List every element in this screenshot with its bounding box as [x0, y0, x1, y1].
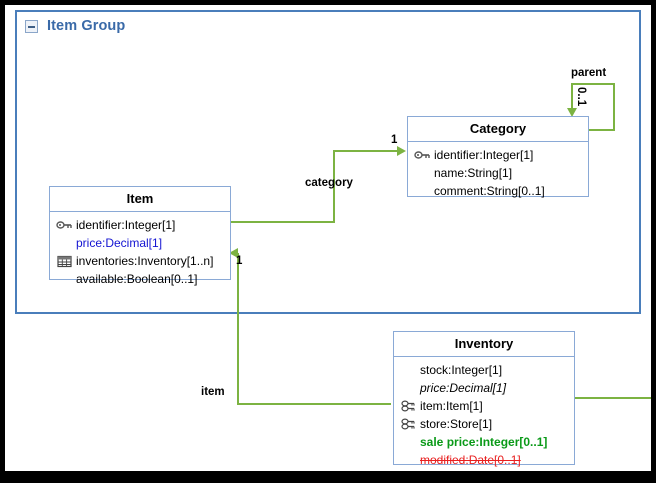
item-connector-segment-2 — [237, 253, 239, 405]
attribute-text: identifier:Integer[1] — [76, 218, 176, 232]
attribute-text: modified:Date[0..1] — [420, 453, 521, 467]
parent-connector-segment-4 — [571, 83, 573, 111]
class-box-item[interactable]: Item identifier:Integer[1] price:Decimal… — [49, 186, 231, 286]
attribute-row[interactable]: comment:String[0..1] — [408, 182, 588, 200]
attribute-row[interactable]: price:Decimal[1] — [394, 379, 574, 397]
association-label-item: item — [201, 386, 225, 398]
attribute-row[interactable]: inventories:Inventory[1..n] — [50, 252, 230, 270]
attribute-text: stock:Integer[1] — [420, 363, 503, 377]
category-connector-segment-1 — [231, 221, 335, 223]
attribute-row[interactable]: available:Boolean[0..1] — [50, 270, 230, 288]
attribute-row[interactable]: stock:Integer[1] — [394, 361, 574, 379]
table-icon — [56, 254, 74, 268]
attribute-text: sale price:Integer[0..1] — [420, 435, 548, 449]
attribute-row[interactable]: identifier:Integer[1] — [408, 146, 588, 164]
store-connector-stub — [575, 397, 651, 399]
class-name-inventory: Inventory — [394, 332, 574, 357]
parent-connector-arrowhead — [567, 108, 577, 117]
attribute-text: price:Decimal[1] — [76, 236, 163, 250]
attribute-text: item:Item[1] — [420, 399, 483, 413]
attribute-text: store:Store[1] — [420, 417, 493, 431]
multiplicity-category-target: 1 — [391, 134, 398, 146]
parent-connector-segment-2 — [613, 83, 615, 131]
multiplicity-parent-target: 0..1 — [575, 87, 587, 107]
item-connector-arrowhead — [229, 248, 238, 258]
attribute-row[interactable]: modified:Date[0..1] — [394, 451, 574, 469]
class-attributes-category: identifier:Integer[1] name:String[1] com… — [408, 142, 588, 205]
parent-connector-segment-3 — [571, 83, 615, 85]
class-box-category[interactable]: Category identifier:Integer[1] name:Stri… — [407, 116, 589, 198]
attribute-text: available:Boolean[0..1] — [76, 272, 198, 286]
association-label-category: category — [305, 177, 353, 189]
class-name-category: Category — [408, 117, 588, 142]
class-box-inventory[interactable]: Inventory stock:Integer[1] price:Decimal… — [393, 331, 575, 467]
foreign-key-icon — [400, 399, 418, 413]
key-icon — [414, 148, 432, 162]
attribute-row[interactable]: identifier:Integer[1] — [50, 216, 230, 234]
category-connector-segment-2 — [333, 150, 335, 223]
key-icon — [56, 218, 74, 232]
parent-connector-segment-1 — [589, 129, 615, 131]
attribute-text: price:Decimal[1] — [420, 381, 507, 395]
package-header[interactable]: Item Group — [25, 18, 125, 34]
multiplicity-item-target: 1 — [236, 255, 243, 267]
attribute-row[interactable]: store:Store[1] — [394, 415, 574, 433]
package-title: Item Group — [47, 18, 126, 34]
attribute-text: inventories:Inventory[1..n] — [76, 254, 214, 268]
attribute-row[interactable]: price:Decimal[1] — [50, 234, 230, 252]
category-connector-arrowhead — [397, 146, 406, 156]
package-item-group[interactable] — [15, 10, 641, 314]
item-connector-segment-1 — [237, 403, 391, 405]
attribute-text: name:String[1] — [434, 166, 513, 180]
attribute-row[interactable]: item:Item[1] — [394, 397, 574, 415]
diagram-canvas[interactable]: Item Group category 1 parent 0..1 item 1… — [5, 5, 651, 471]
attribute-row[interactable]: sale price:Integer[0..1] — [394, 433, 574, 451]
class-name-item: Item — [50, 187, 230, 212]
attribute-text: comment:String[0..1] — [434, 184, 545, 198]
class-attributes-item: identifier:Integer[1] price:Decimal[1] i… — [50, 212, 230, 293]
foreign-key-icon — [400, 417, 418, 431]
association-label-parent: parent — [571, 67, 607, 79]
class-attributes-inventory: stock:Integer[1] price:Decimal[1] item:I… — [394, 357, 574, 471]
category-connector-segment-3 — [333, 150, 401, 152]
attribute-text: identifier:Integer[1] — [434, 148, 534, 162]
minus-box-icon[interactable] — [25, 19, 38, 33]
attribute-row[interactable]: name:String[1] — [408, 164, 588, 182]
